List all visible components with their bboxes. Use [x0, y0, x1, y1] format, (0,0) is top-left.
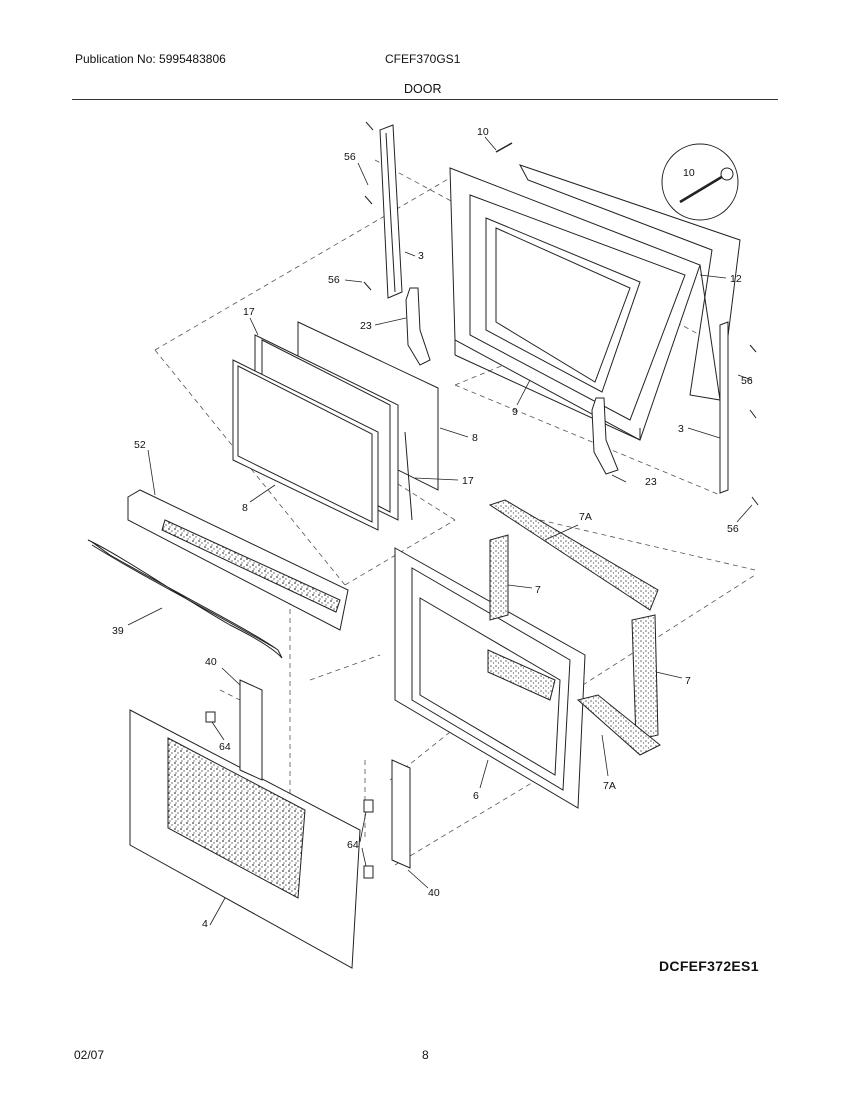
channel-left	[239, 679, 263, 781]
part-label: 64	[219, 741, 231, 753]
part-label: 4	[202, 918, 208, 930]
drawing-code: DCFEF372ES1	[659, 958, 759, 974]
part-label: 7A	[603, 780, 616, 792]
page-number: 8	[422, 1048, 429, 1062]
part-label: 6	[473, 790, 479, 802]
part-label: 10	[477, 126, 489, 138]
part-label: 52	[134, 439, 146, 451]
part-label: 3	[678, 423, 684, 435]
door-handle	[87, 539, 283, 659]
part-label: 7A	[579, 511, 592, 523]
publication-number: Publication No: 5995483806	[75, 52, 226, 66]
part-label: 40	[428, 887, 440, 899]
part-label: 56	[344, 151, 356, 163]
part-label: 40	[205, 656, 217, 668]
clip-right-bottom	[363, 865, 374, 879]
part-label: 64	[347, 839, 359, 851]
insulation-top-7A	[488, 499, 659, 611]
detail-circle	[661, 143, 739, 221]
clip-left	[205, 711, 216, 723]
part-label: 17	[243, 306, 255, 318]
side-trim-right	[719, 321, 729, 494]
part-label: 10	[683, 167, 695, 179]
part-label: 56	[741, 375, 753, 387]
insulation-side-7	[489, 534, 509, 621]
clip-right-top	[363, 799, 374, 813]
part-label: 9	[512, 406, 518, 418]
part-label: 8	[242, 502, 248, 514]
model-number: CFEF370GS1	[385, 52, 461, 66]
section-title: DOOR	[404, 82, 442, 96]
insulation-bottom-7A	[576, 694, 661, 756]
channel-right	[391, 759, 411, 869]
part-label: 56	[328, 274, 340, 286]
insulation-right-7	[631, 614, 659, 741]
side-trim-left	[379, 124, 403, 299]
part-label: 7	[685, 675, 691, 687]
part-label: 56	[727, 523, 739, 535]
part-label: 23	[360, 320, 372, 332]
hinge-left	[405, 287, 431, 366]
part-label: 3	[418, 250, 424, 262]
hinge-right	[591, 397, 619, 475]
part-label: 12	[730, 273, 742, 285]
door-back-frame	[518, 164, 741, 401]
part-label: 23	[645, 476, 657, 488]
part-label: 39	[112, 625, 124, 637]
part-label: 8	[472, 432, 478, 444]
footer-date: 02/07	[74, 1048, 105, 1062]
part-label: 7	[535, 584, 541, 596]
header-rule	[72, 99, 778, 100]
part-label: 17	[462, 475, 474, 487]
